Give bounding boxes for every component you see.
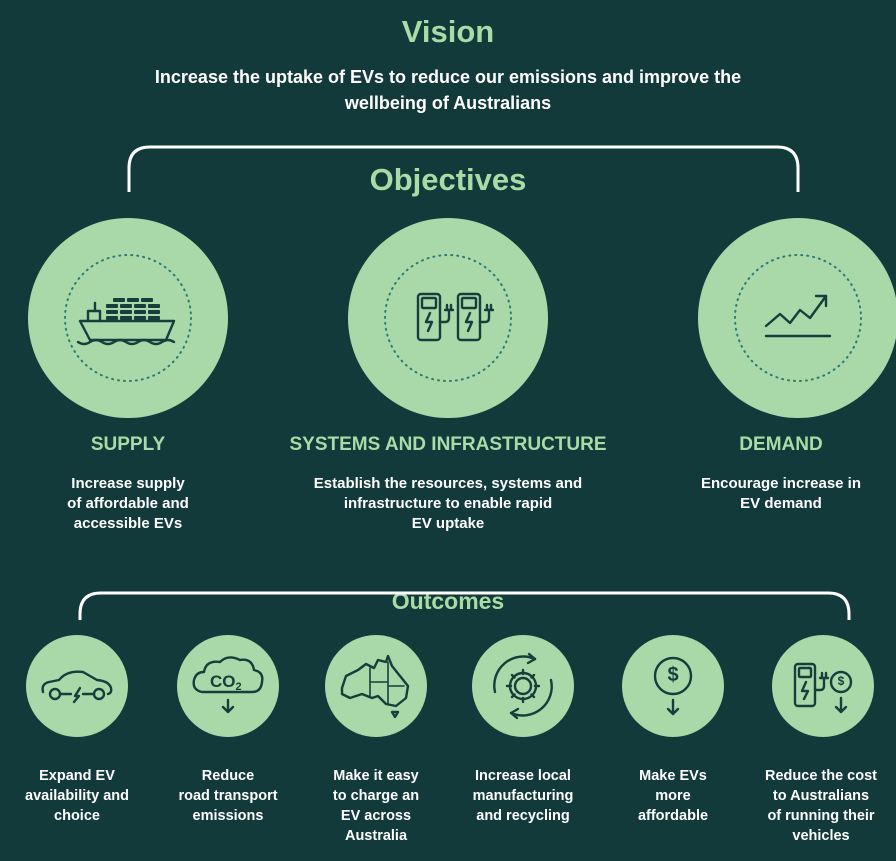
objective-text-systems: Establish the resources, systems and inf… bbox=[313, 475, 583, 532]
objective-heading-demand: DEMAND bbox=[739, 434, 823, 455]
objective-heading-supply: SUPPLY bbox=[90, 434, 166, 455]
co2-cloud-icon bbox=[192, 656, 264, 714]
outcome-text-affordable: Make EVs more affordable bbox=[637, 768, 709, 824]
outcome-text-availability: Expand EV availability and choice bbox=[25, 768, 129, 824]
vision-title: Vision bbox=[401, 14, 495, 49]
vision-statement: Increase the uptake of EVs to reduce our… bbox=[154, 67, 742, 113]
outcome-text-emissions: Reduce road transport emissions bbox=[178, 768, 278, 824]
objectives-title: Objectives bbox=[369, 162, 527, 197]
outcome-text-running-cost: Reduce the cost to Australians of runnin… bbox=[765, 768, 877, 844]
dollar-sign: $ bbox=[667, 664, 679, 686]
dollar-down-icon bbox=[653, 656, 693, 716]
electric-car-icon bbox=[41, 670, 113, 704]
charging-stations-icon bbox=[416, 292, 495, 342]
objective-text-supply: Increase supply of affordable and access… bbox=[67, 475, 189, 532]
outcome-text-manufacturing: Increase local manufacturing and recycli… bbox=[472, 768, 574, 824]
co2-label: CO2 bbox=[210, 672, 242, 693]
trend-up-icon bbox=[764, 294, 832, 338]
demand-circle bbox=[698, 218, 896, 418]
charger-cost-icon bbox=[793, 662, 853, 714]
outcomes-bracket-shape bbox=[78, 591, 851, 620]
gear-recycle-icon bbox=[493, 652, 553, 720]
australia-map-icon bbox=[340, 654, 410, 719]
objective-heading-systems: SYSTEMS AND INFRASTRUCTURE bbox=[289, 434, 607, 455]
cargo-ship-icon bbox=[76, 298, 176, 346]
objectives-bracket bbox=[127, 145, 800, 192]
dollar-sign-small: $ bbox=[837, 674, 845, 688]
outcome-text-charging: Make it easy to charge an EV across Aust… bbox=[332, 768, 420, 844]
objective-text-demand: Encourage increase in EV demand bbox=[700, 475, 862, 512]
